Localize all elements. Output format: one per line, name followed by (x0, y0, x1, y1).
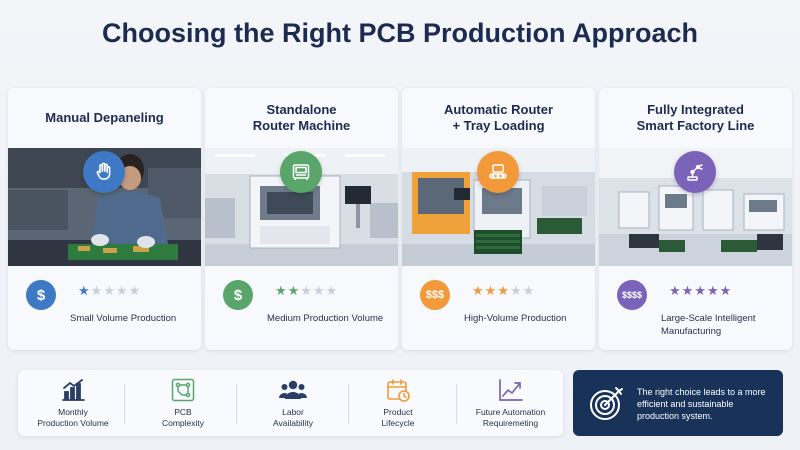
star-filled-icon: ★ (669, 284, 682, 299)
approach-metric: $$$ ★★★★★ High-Volume Production (402, 280, 595, 350)
page-title: Choosing the Right PCB Production Approa… (102, 18, 698, 48)
bar-chart-icon (62, 379, 85, 401)
star-rating: ★★★★★ (472, 284, 535, 299)
approach-metric: $ ★★★★★ Medium Production Volume (205, 280, 398, 350)
trend-chart-icon (498, 379, 523, 401)
star-rating: ★★★★★ (78, 284, 141, 299)
approach-title: Manual Depaneling (45, 110, 164, 125)
star-empty-icon: ★ (325, 284, 339, 299)
cost-badge: $$$ (420, 280, 450, 310)
star-filled-icon: ★ (472, 284, 485, 299)
automatic-router-photo (402, 148, 595, 266)
people-icon (278, 380, 308, 399)
robot-arm-icon (674, 151, 716, 193)
star-rating: ★★★★★ (669, 284, 732, 299)
star-filled-icon: ★ (275, 284, 288, 299)
approach-title: Automatic Router+ Tray Loading (443, 102, 554, 133)
approach-metric: $$$$ ★★★★★ Large-Scale Intelligent Manuf… (599, 280, 792, 350)
approach-metric: $ ★★★★★ Small Volume Production (8, 280, 201, 350)
divider (236, 384, 237, 424)
star-empty-icon: ★ (522, 284, 536, 299)
target-icon (590, 387, 623, 420)
star-empty-icon: ★ (115, 284, 129, 299)
star-empty-icon: ★ (312, 284, 326, 299)
star-empty-icon: ★ (300, 284, 313, 299)
star-filled-icon: ★ (287, 284, 301, 299)
router-machine-icon (280, 151, 322, 193)
approach-card-automatic: Automatic Router+ Tray Loading (402, 88, 595, 350)
conveyor-icon (477, 151, 519, 193)
divider (456, 384, 457, 424)
volume-label: Medium Production Volume (267, 313, 384, 324)
star-filled-icon: ★ (694, 284, 707, 299)
star-filled-icon: ★ (497, 284, 510, 299)
star-filled-icon: ★ (484, 284, 498, 299)
divider (348, 384, 349, 424)
star-filled-icon: ★ (681, 284, 695, 299)
divider (124, 384, 125, 424)
calendar-icon (387, 379, 410, 402)
star-empty-icon: ★ (128, 284, 142, 299)
volume-label: High-Volume Production (464, 313, 567, 324)
volume-label: Large-Scale Intelligent Manufacturing (661, 313, 756, 337)
hand-icon (83, 151, 125, 193)
star-empty-icon: ★ (509, 284, 523, 299)
star-filled-icon: ★ (706, 284, 720, 299)
circuit-icon (171, 378, 195, 402)
volume-label: Small Volume Production (70, 313, 177, 324)
star-empty-icon: ★ (103, 284, 116, 299)
star-rating: ★★★★★ (275, 284, 338, 299)
cost-badge: $ (223, 280, 253, 310)
star-filled-icon: ★ (78, 284, 91, 299)
star-empty-icon: ★ (90, 284, 104, 299)
cost-badge: $$$$ (617, 280, 647, 310)
approach-card-manual: Manual Depaneling $ ★★★★★ S (8, 88, 201, 350)
star-filled-icon: ★ (719, 284, 733, 299)
callout-text: The right choice leads to a more efficie… (637, 387, 766, 421)
conclusion-callout: The right choice leads to a more efficie… (573, 370, 783, 436)
cost-badge: $ (26, 280, 56, 310)
